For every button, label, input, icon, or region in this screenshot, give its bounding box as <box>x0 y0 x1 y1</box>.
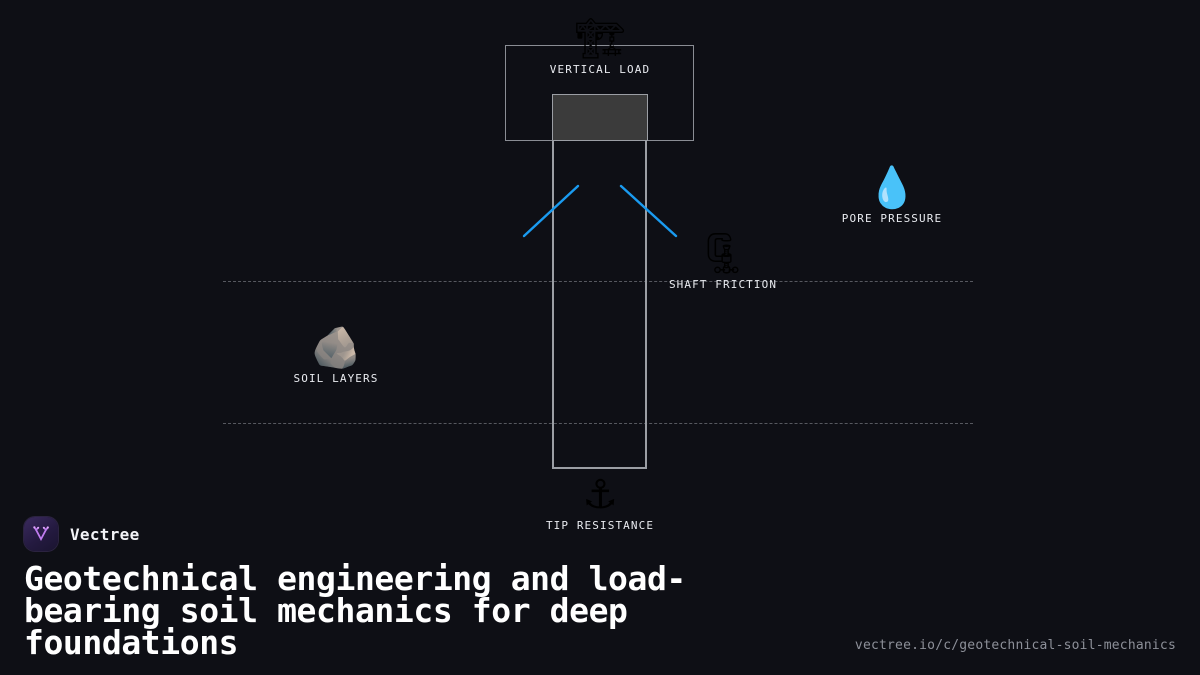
node-vertical-load[interactable]: 🏗 VERTICAL LOAD <box>550 16 649 76</box>
rock-icon: 🪨 <box>311 325 361 371</box>
soil-boundary-lower <box>223 423 973 424</box>
brand-name: Vectree <box>70 524 140 544</box>
pile-cap <box>552 94 648 141</box>
pile-shaft <box>552 120 647 469</box>
source-url[interactable]: vectree.io/c/geotechnical-soil-mechanics <box>854 638 1176 653</box>
node-tip-resistance[interactable]: ⚓ TIP RESISTANCE <box>540 473 660 532</box>
node-pore-pressure[interactable]: 💧 PORE PRESSURE <box>832 166 952 225</box>
node-label-soil-layers: SOIL LAYERS <box>293 372 379 385</box>
anchor-icon: ⚓ <box>582 472 618 518</box>
node-label-tip-resistance: TIP RESISTANCE <box>545 519 655 532</box>
node-soil-layers[interactable]: 🪨 SOIL LAYERS <box>276 326 396 385</box>
node-label-shaft-friction: SHAFT FRICTION <box>668 278 778 291</box>
clamp-icon: 🗜 <box>697 231 749 277</box>
droplet-icon: 💧 <box>867 165 917 211</box>
node-shaft-friction[interactable]: 🗜 SHAFT FRICTION <box>660 232 786 291</box>
page-title: Geotechnical engineering and load-bearin… <box>24 559 686 662</box>
vectree-logo-icon <box>24 517 58 551</box>
soil-boundary-upper <box>223 281 973 282</box>
slide-footer: Vectree Geotechnical engineering and loa… <box>0 517 1200 675</box>
node-label-vertical-load: VERTICAL LOAD <box>549 63 651 76</box>
brand[interactable]: Vectree <box>24 517 1176 551</box>
friction-force-vectors <box>522 184 678 238</box>
crane-icon: 🏗 <box>574 16 626 62</box>
node-label-pore-pressure: PORE PRESSURE <box>841 212 943 225</box>
